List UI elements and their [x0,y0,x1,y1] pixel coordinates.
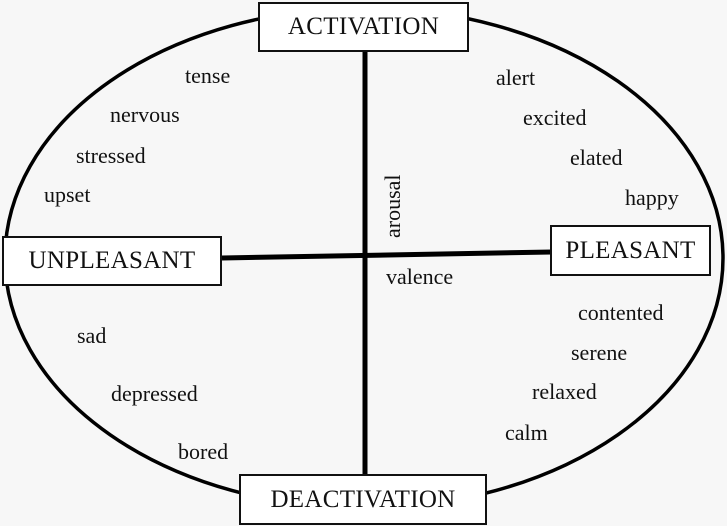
word-elated: elated [570,145,623,170]
valence-axis-line [221,249,553,261]
word-serene: serene [571,340,628,365]
word-stressed: stressed [76,143,146,168]
word-alert: alert [496,65,536,90]
valence-label: valence [386,264,454,289]
word-depressed: depressed [111,381,198,406]
pole-pleasant: PLEASANT [550,225,711,276]
pole-deactivation: DEACTIVATION [239,474,487,525]
arousal-label: arousal [380,174,405,238]
word-tense: tense [185,63,231,88]
word-excited: excited [523,105,587,130]
pole-activation: ACTIVATION [258,2,469,52]
word-contented: contented [578,300,664,325]
word-sad: sad [77,323,107,348]
word-nervous: nervous [110,102,180,127]
word-relaxed: relaxed [532,379,597,404]
pole-unpleasant: UNPLEASANT [2,236,222,286]
word-upset: upset [44,182,91,207]
word-calm: calm [505,420,548,445]
word-bored: bored [178,439,229,464]
word-happy: happy [625,185,679,210]
